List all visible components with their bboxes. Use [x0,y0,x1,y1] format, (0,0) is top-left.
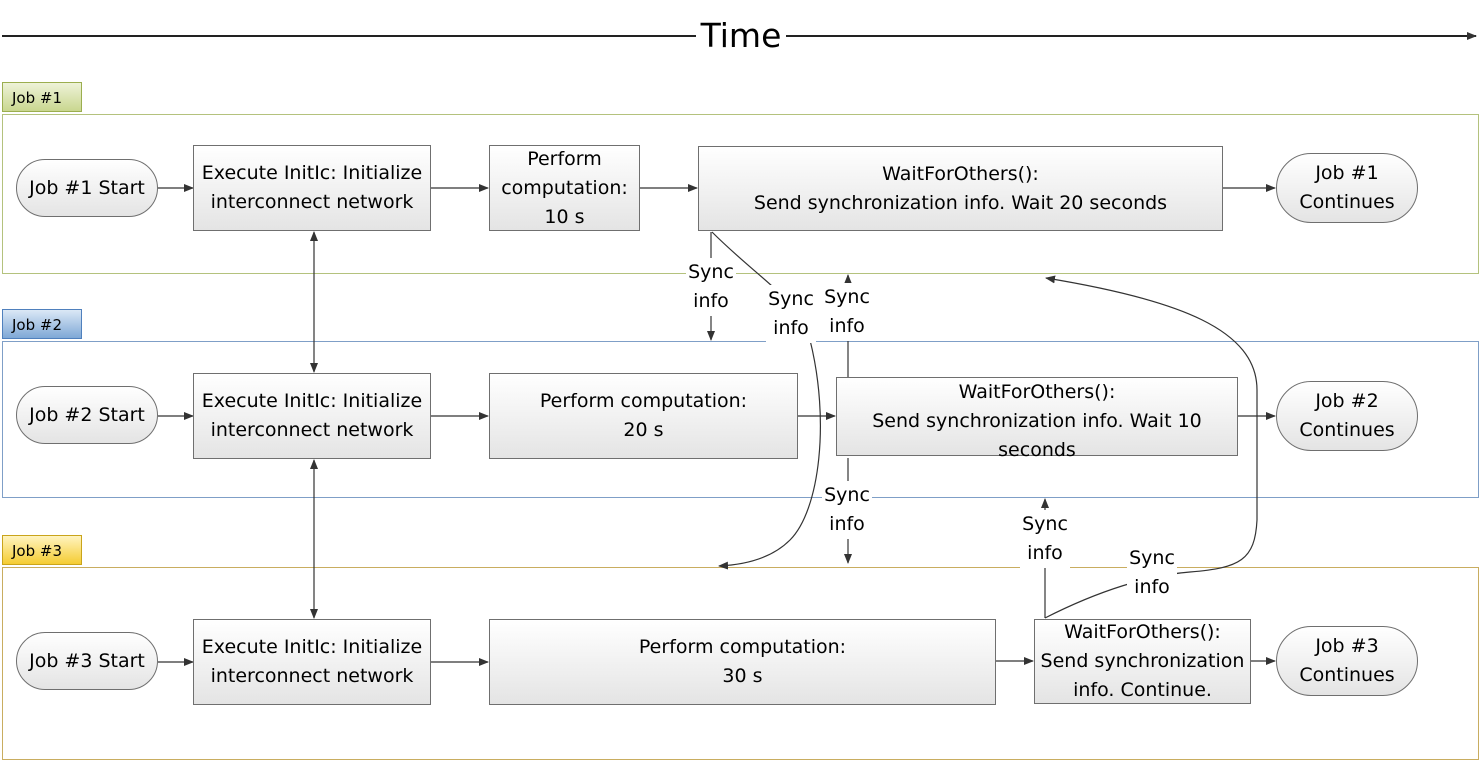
sync-info-label: Sync info [822,481,872,539]
sync-info-label: Sync info [1020,510,1070,568]
job1-init-step: Execute InitIc: Initialize interconnect … [193,145,431,231]
job3-continues-node: Job #3 Continues [1276,626,1418,696]
job2-continues-node: Job #2 Continues [1276,381,1418,451]
job1-continues-node: Job #1 Continues [1276,153,1418,223]
timeline-label: Time [696,14,786,58]
job1-compute-step: Perform computation: 10 s [489,145,640,231]
sync-info-label: Sync info [822,283,872,341]
sync-info-label: Sync info [686,258,736,316]
job3-wait-step: WaitForOthers(): Send synchronization in… [1034,619,1251,704]
lane-tab-job1: Job #1 [2,82,82,112]
job2-init-step: Execute InitIc: Initialize interconnect … [193,373,431,459]
job1-wait-step: WaitForOthers(): Send synchronization in… [698,146,1223,231]
job3-start-node: Job #3 Start [16,632,158,690]
job2-start-node: Job #2 Start [16,386,158,444]
job2-compute-step: Perform computation: 20 s [489,373,798,459]
job2-wait-step: WaitForOthers(): Send synchronization in… [836,377,1238,461]
lane-tab-job2: Job #2 [2,309,82,339]
sync-info-label: Sync info [766,285,816,343]
sync-info-label: Sync info [1127,544,1177,602]
job1-start-node: Job #1 Start [16,159,158,217]
job3-init-step: Execute InitIc: Initialize interconnect … [193,619,431,705]
job3-compute-step: Perform computation: 30 s [489,619,996,705]
lane-tab-job3: Job #3 [2,535,82,565]
